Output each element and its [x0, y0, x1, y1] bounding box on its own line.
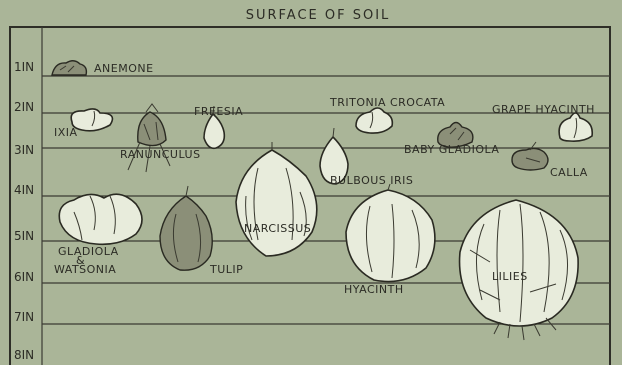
lilies-label: LILIES: [492, 270, 528, 283]
depth-label-2in: 2IN: [14, 100, 34, 114]
baby-gladiola-label: BABY GLADIOLA: [404, 143, 499, 156]
freesia-label: FREESIA: [194, 105, 243, 118]
gladiola-watsonia-bulb: [59, 194, 142, 244]
depth-labels: 1IN 2IN 3IN 4IN 5IN 6IN 7IN 8IN: [14, 60, 34, 362]
calla-label: CALLA: [550, 166, 588, 179]
anemone-label: ANEMONE: [94, 62, 154, 75]
diagram-title: SURFACE OF SOIL: [246, 8, 391, 23]
tritonia-label: TRITONIA CROCATA: [329, 96, 445, 109]
depth-label-8in: 8IN: [14, 348, 34, 362]
tritonia-bulb: [356, 108, 392, 133]
depth-label-4in: 4IN: [14, 183, 34, 197]
gladiola-label: GLADIOLA: [58, 245, 119, 258]
narcissus-label: NARCISSUS: [244, 222, 311, 235]
grape-hyacinth-bulb: [559, 113, 592, 141]
hyacinth-label: HYACINTH: [344, 283, 404, 296]
depth-label-1in: 1IN: [14, 60, 34, 74]
calla-bulb: [512, 142, 548, 170]
grape-hyacinth-label: GRAPE HYACINTH: [492, 103, 595, 116]
bulbous-iris-label: BULBOUS IRIS: [330, 174, 413, 187]
hyacinth-bulb: [346, 184, 435, 282]
ranunculus-label: RANUNCULUS: [120, 148, 201, 161]
depth-label-3in: 3IN: [14, 143, 34, 157]
anemone-bulb: [52, 61, 86, 75]
watsonia-label: WATSONIA: [54, 263, 116, 276]
tulip-label: TULIP: [209, 263, 243, 276]
depth-label-7in: 7IN: [14, 310, 34, 324]
ranunculus-bulb: [128, 104, 170, 172]
tulip-bulb: [160, 186, 212, 270]
ixia-label: IXIA: [54, 126, 78, 139]
depth-label-5in: 5IN: [14, 229, 34, 243]
depth-label-6in: 6IN: [14, 270, 34, 284]
narcissus-bulb: [236, 142, 317, 256]
